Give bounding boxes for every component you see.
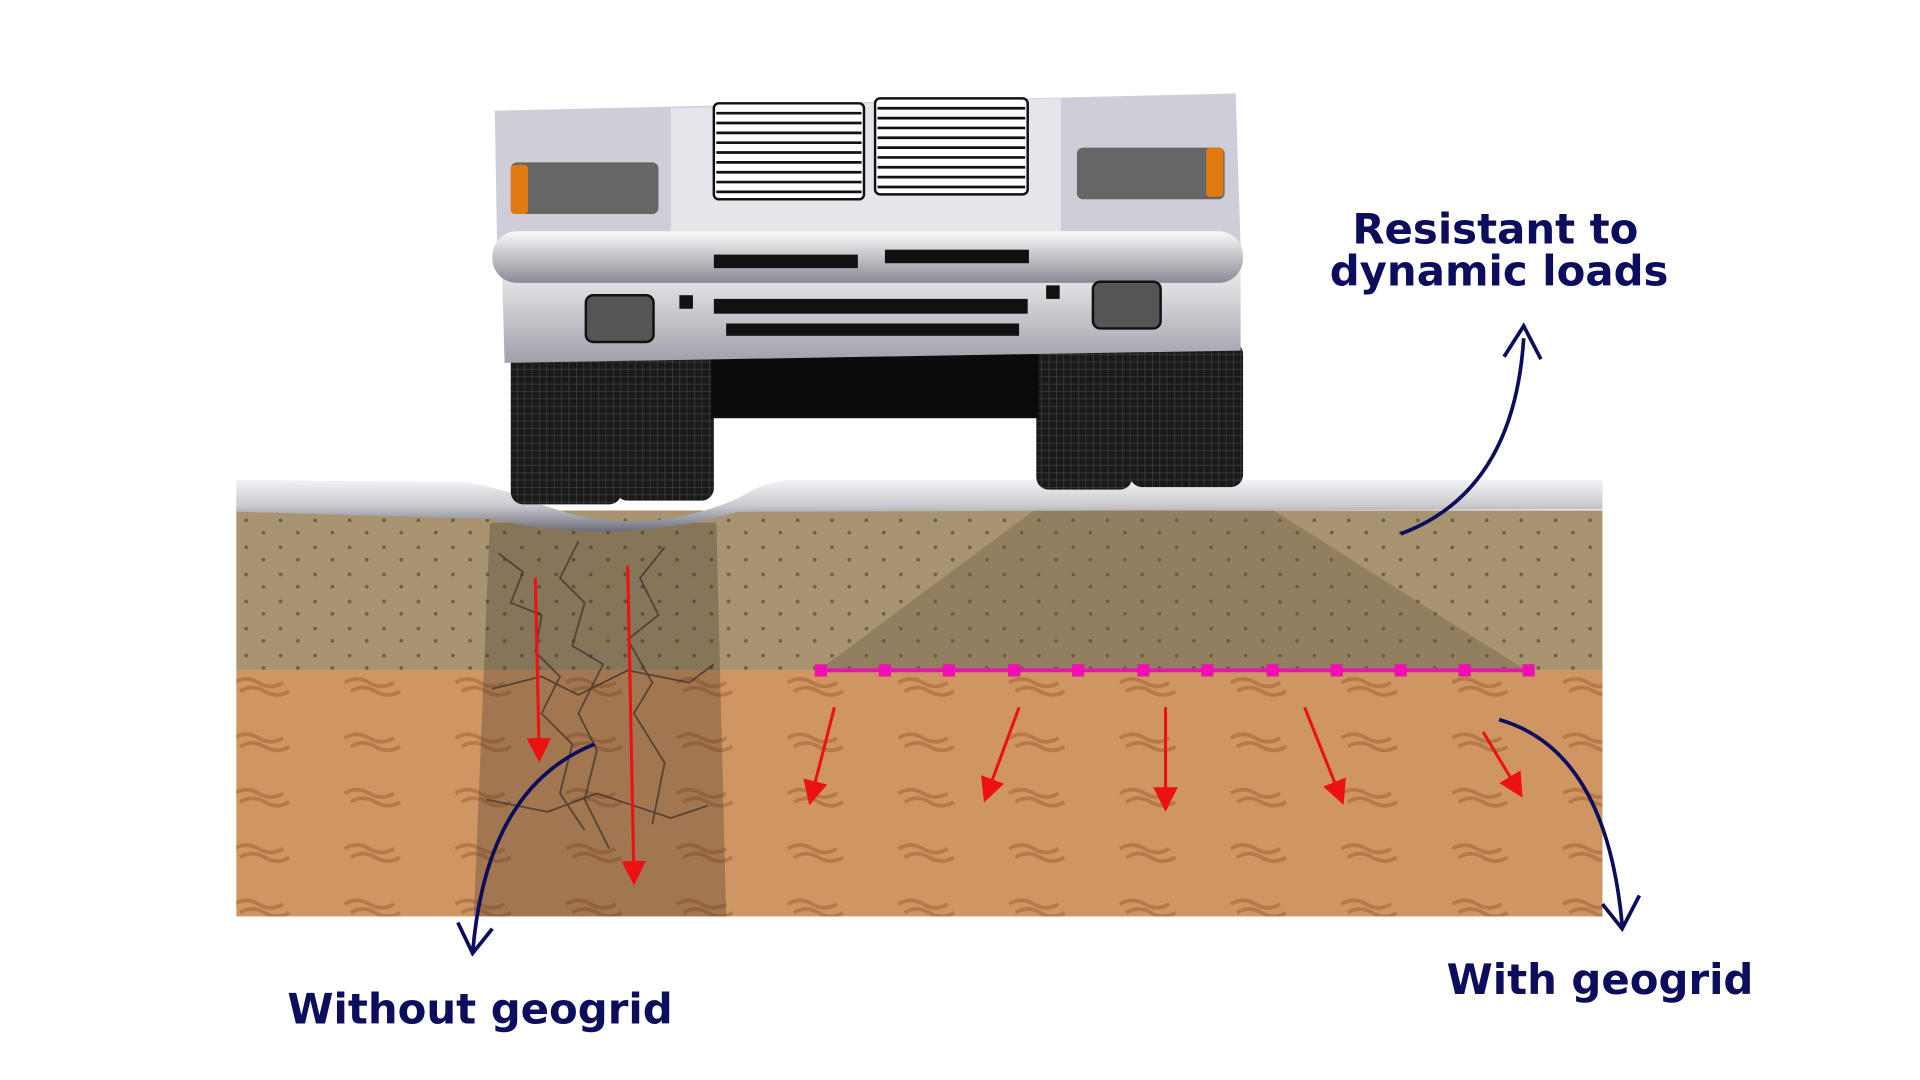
label-resistant-line1: Resistant to — [1352, 205, 1638, 254]
callout-arrow-resistant — [1399, 322, 1543, 536]
headlight-right — [1076, 147, 1225, 200]
fog-light-right — [1091, 280, 1162, 330]
callout-arrow-with — [1498, 717, 1642, 933]
load-distribution-cone — [818, 510, 1527, 671]
load-arrows — [526, 565, 1523, 886]
headlight-left — [510, 162, 659, 215]
bumper — [492, 231, 1244, 283]
indicator-right — [1206, 147, 1224, 197]
geogrid — [814, 664, 1535, 677]
label-resistant-line2: dynamic loads — [1330, 246, 1669, 295]
cracked-soil-column — [473, 522, 727, 917]
label-with-geogrid: With geogrid — [1447, 955, 1754, 1004]
truck — [492, 93, 1244, 505]
indicator-left — [510, 164, 528, 215]
callout-arrow-without — [456, 742, 596, 957]
label-without-geogrid: Without geogrid — [287, 984, 672, 1033]
grille — [712, 97, 1029, 201]
fog-light-left — [584, 293, 655, 344]
road-surface — [236, 479, 1603, 532]
